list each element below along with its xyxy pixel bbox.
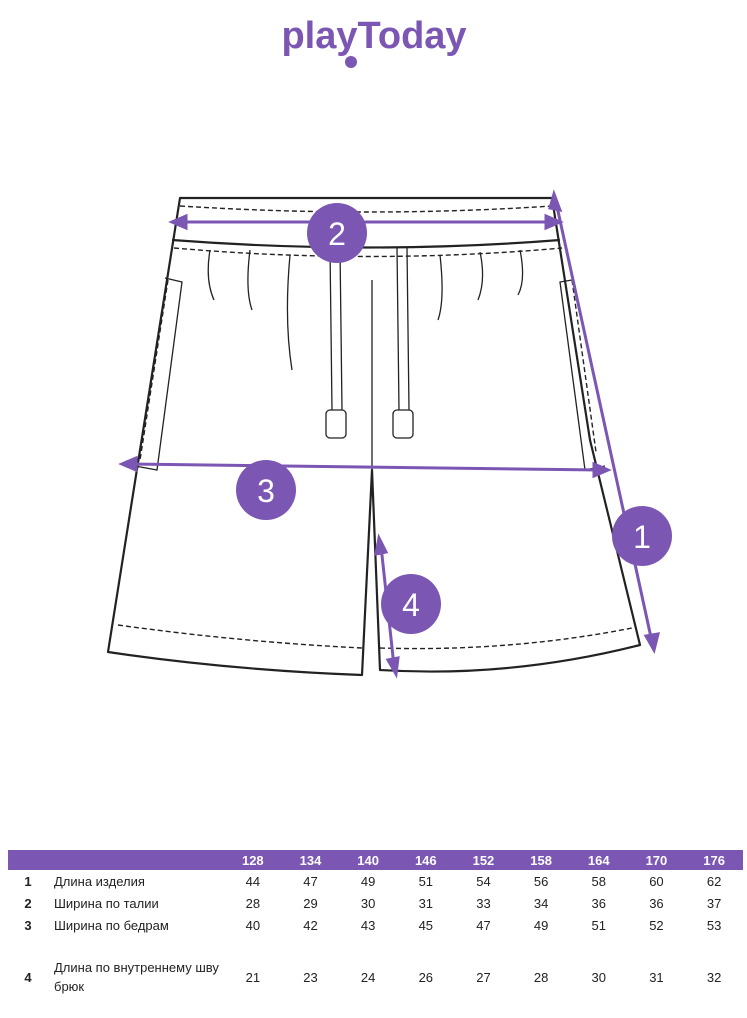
- table-row: 1 Длина изделия 44 47 49 51 54 56 58 60 …: [8, 870, 743, 892]
- table-cell: 27: [476, 969, 491, 985]
- size-header: 152: [454, 850, 513, 870]
- table-cell: 45: [418, 917, 434, 933]
- size-header: 128: [224, 850, 282, 870]
- table-cell: 28: [245, 895, 261, 911]
- table-cell: 32: [706, 969, 722, 985]
- table-cell: 44: [245, 873, 261, 889]
- table-cell: 49: [533, 917, 549, 933]
- table-cell: 51: [591, 917, 606, 933]
- table-cell: 28: [533, 969, 549, 985]
- svg-text:3: 3: [257, 473, 275, 509]
- table-cell: 37: [706, 895, 722, 911]
- table-cell: 26: [418, 969, 434, 985]
- brand-logo: playToday: [0, 8, 747, 70]
- size-header: 170: [627, 850, 686, 870]
- shorts-sketch: 2 3 1 4: [0, 170, 747, 690]
- row-label: Ширина по талии: [54, 895, 159, 911]
- waistband-bottom: [171, 238, 561, 249]
- size-header: 140: [339, 850, 397, 870]
- size-header: 164: [569, 850, 628, 870]
- table-cell: 23: [303, 969, 318, 985]
- table-cell: 62: [706, 873, 722, 889]
- table-cell: 34: [533, 895, 549, 911]
- table-cell: 53: [706, 917, 722, 933]
- table-row: 3 Ширина по бедрам 40 42 43 45 47 49 51 …: [8, 914, 743, 936]
- size-table: 128 134 140 146 152 158 164 170 176 1 Дл…: [8, 850, 743, 1018]
- table-cell: 30: [591, 969, 606, 985]
- header-blank: [8, 850, 48, 870]
- table-cell: 58: [591, 873, 606, 889]
- row-number: 2: [24, 895, 32, 911]
- table-cell: 36: [591, 895, 606, 911]
- row-label: Длина по внутреннему шву брюк: [54, 960, 219, 994]
- table-cell: 29: [303, 895, 318, 911]
- brand-logo-text: playToday: [281, 15, 466, 57]
- size-header: 176: [685, 850, 743, 870]
- svg-text:2: 2: [328, 216, 346, 252]
- table-cell: 42: [303, 917, 318, 933]
- table-cell: 49: [360, 873, 376, 889]
- table-row: 2 Ширина по талии 28 29 30 31 33 34 36 3…: [8, 892, 743, 914]
- size-header-row: 128 134 140 146 152 158 164 170 176: [8, 850, 743, 870]
- table-cell: 40: [245, 917, 261, 933]
- table-cell: 31: [649, 969, 664, 985]
- table-cell: 31: [418, 895, 434, 911]
- table-cell: 54: [476, 873, 491, 889]
- marker-4: 4: [381, 574, 441, 634]
- hip-measure-line: [129, 462, 601, 472]
- shorts-outline: [106, 196, 642, 677]
- row-number: 4: [24, 969, 32, 985]
- marker-1: 1: [612, 506, 672, 566]
- table-cell: 47: [476, 917, 491, 933]
- svg-text:4: 4: [402, 587, 420, 623]
- table-cell: 24: [360, 969, 376, 985]
- row-label: Ширина по бедрам: [54, 917, 169, 933]
- table-row: 4 Длина по внутреннему шву брюк 21 23 24…: [8, 936, 743, 1018]
- row-number: 1: [24, 873, 32, 889]
- table-cell: 60: [649, 873, 664, 889]
- table-cell: 43: [360, 917, 376, 933]
- table-cell: 56: [533, 873, 549, 889]
- table-cell: 47: [303, 873, 318, 889]
- size-header: 158: [512, 850, 570, 870]
- table-cell: 36: [649, 895, 664, 911]
- size-header: 134: [281, 850, 340, 870]
- marker-3: 3: [236, 460, 296, 520]
- header-blank-label: [48, 850, 224, 870]
- brand-logo-dot-icon: [344, 56, 357, 68]
- table-cell: 33: [476, 895, 491, 911]
- svg-text:1: 1: [633, 519, 651, 555]
- table-cell: 21: [245, 969, 261, 985]
- length-measure-line: [554, 201, 654, 643]
- table-cell: 30: [360, 895, 376, 911]
- size-header: 146: [396, 850, 455, 870]
- row-label: Длина изделия: [54, 873, 145, 889]
- table-cell: 52: [649, 917, 664, 933]
- row-number: 3: [24, 917, 32, 933]
- marker-2: 2: [307, 203, 367, 263]
- table-cell: 51: [418, 873, 434, 889]
